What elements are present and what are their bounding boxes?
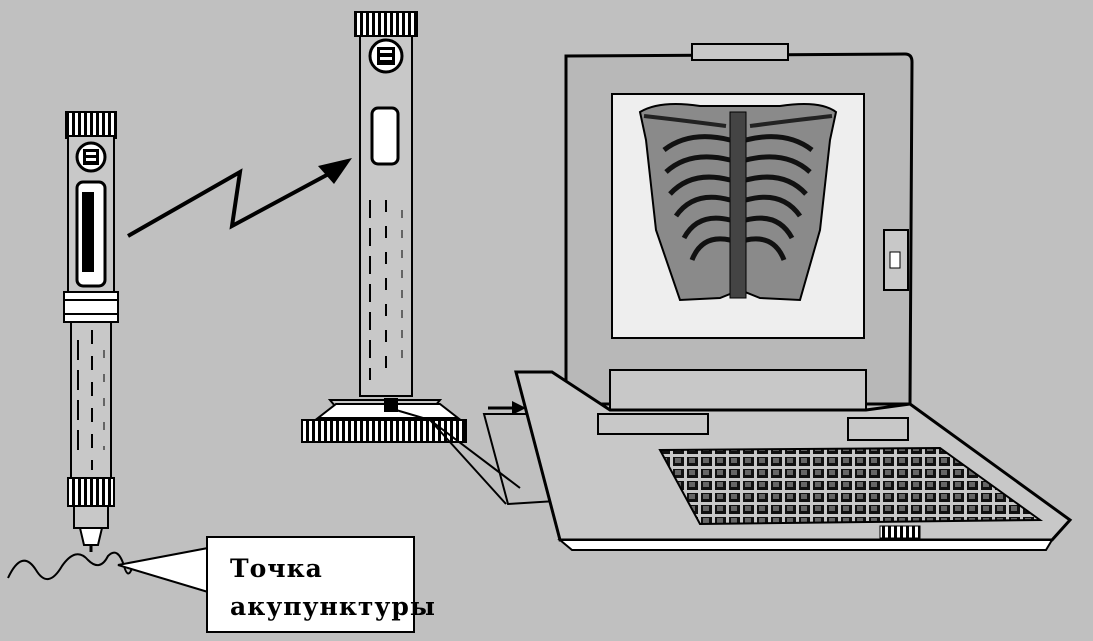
callout-line-1: Точка (230, 550, 413, 588)
callout-line-2: акупунктуры (230, 588, 413, 626)
chest-xray-icon (640, 104, 836, 300)
handheld-probe-icon (64, 112, 118, 552)
receiver-stand-icon (302, 12, 466, 442)
skin-surface-icon (8, 553, 132, 579)
callout-pointer (118, 548, 208, 592)
wireless-signal-icon (128, 158, 352, 236)
acupuncture-point-callout: Точка акупунктуры (206, 536, 415, 633)
